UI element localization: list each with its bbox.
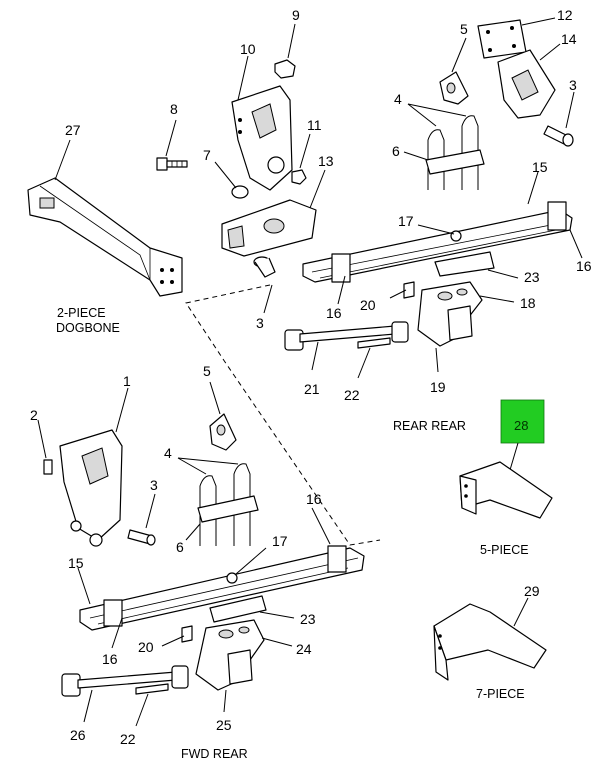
pin-3-upper-right [543, 125, 574, 147]
callout-3b: 3 [256, 315, 264, 331]
bushing-7 [231, 185, 249, 199]
caption-rear-rear: REAR REAR [393, 419, 466, 433]
callout-15b: 15 [68, 555, 84, 571]
callout-1: 1 [123, 373, 131, 389]
plate-12 [477, 19, 527, 59]
callout-9: 9 [292, 7, 300, 23]
callout-17a: 17 [398, 213, 414, 229]
caption-five-piece: 5-PIECE [480, 543, 529, 557]
bolt-2 [43, 459, 53, 475]
callout-2: 2 [30, 407, 38, 423]
callout-14: 14 [561, 31, 577, 47]
callout-16d: 16 [102, 651, 118, 667]
callout-24: 24 [296, 641, 312, 657]
callout-28: 28 [514, 418, 528, 433]
callout-7: 7 [203, 147, 211, 163]
callout-22b: 22 [120, 731, 136, 747]
leaf-spring-lower [79, 545, 365, 631]
u-bolt-4-upper [425, 115, 485, 190]
hanger-bracket-1 [59, 429, 123, 547]
callout-26: 26 [70, 727, 86, 743]
torque-rod-lower [61, 665, 189, 697]
hanger-bracket-10 [231, 85, 293, 191]
callout-13: 13 [318, 153, 334, 169]
callout-23a: 23 [524, 269, 540, 285]
bolt-8 [156, 157, 188, 171]
callout-3a: 3 [569, 77, 577, 93]
pin-3-upper [253, 256, 276, 278]
callout-5a: 5 [460, 21, 468, 37]
caption-seven-piece: 7-PIECE [476, 687, 525, 701]
callout-18: 18 [520, 295, 536, 311]
nut-9 [274, 59, 296, 79]
highlight-box-28[interactable]: 28 [500, 399, 545, 444]
torque-rod-upper [284, 321, 409, 351]
pin-3-lower [127, 529, 156, 546]
saddle-assembly-upper [403, 281, 483, 347]
saddle-assembly-lower [181, 619, 265, 691]
callout-22a: 22 [344, 387, 360, 403]
callout-12: 12 [557, 7, 573, 23]
callout-6b: 6 [176, 539, 184, 555]
bolt-22-upper [357, 337, 391, 349]
callout-4a: 4 [394, 91, 402, 107]
wedge-5-lower [209, 413, 237, 451]
callout-20b: 20 [138, 639, 154, 655]
callout-11: 11 [307, 117, 322, 133]
callout-5b: 5 [203, 363, 211, 379]
caption-dogbone-2: DOGBONE [56, 321, 120, 335]
five-piece-crossmember [459, 461, 553, 519]
callout-19: 19 [430, 379, 446, 395]
trunnion-13 [221, 199, 317, 257]
callout-3c: 3 [150, 477, 158, 493]
callout-23b: 23 [300, 611, 316, 627]
callout-16c: 16 [306, 491, 322, 507]
callout-15a: 15 [532, 159, 548, 175]
callout-8: 8 [170, 101, 178, 117]
wedge-5-upper [439, 71, 469, 105]
callout-17b: 17 [272, 533, 288, 549]
u-bolt-4-lower [197, 463, 259, 546]
bracket-14 [497, 49, 556, 119]
callout-20a: 20 [360, 297, 376, 313]
seven-piece-crossmember [433, 603, 547, 681]
caption-fwd-rear: FWD REAR [181, 747, 248, 761]
callout-16a: 16 [576, 258, 592, 274]
callout-25: 25 [216, 717, 232, 733]
nut-11 [291, 169, 307, 185]
callout-10: 10 [240, 41, 256, 57]
callout-21: 21 [304, 381, 320, 397]
callout-6a: 6 [392, 143, 400, 159]
callout-29: 29 [524, 583, 540, 599]
group-outline [185, 284, 381, 546]
callout-16b: 16 [326, 305, 342, 321]
callout-27: 27 [65, 122, 81, 138]
dogbone-crossmember [27, 177, 183, 297]
caption-dogbone-1: 2-PIECE [57, 306, 106, 320]
callout-4b: 4 [164, 445, 172, 461]
